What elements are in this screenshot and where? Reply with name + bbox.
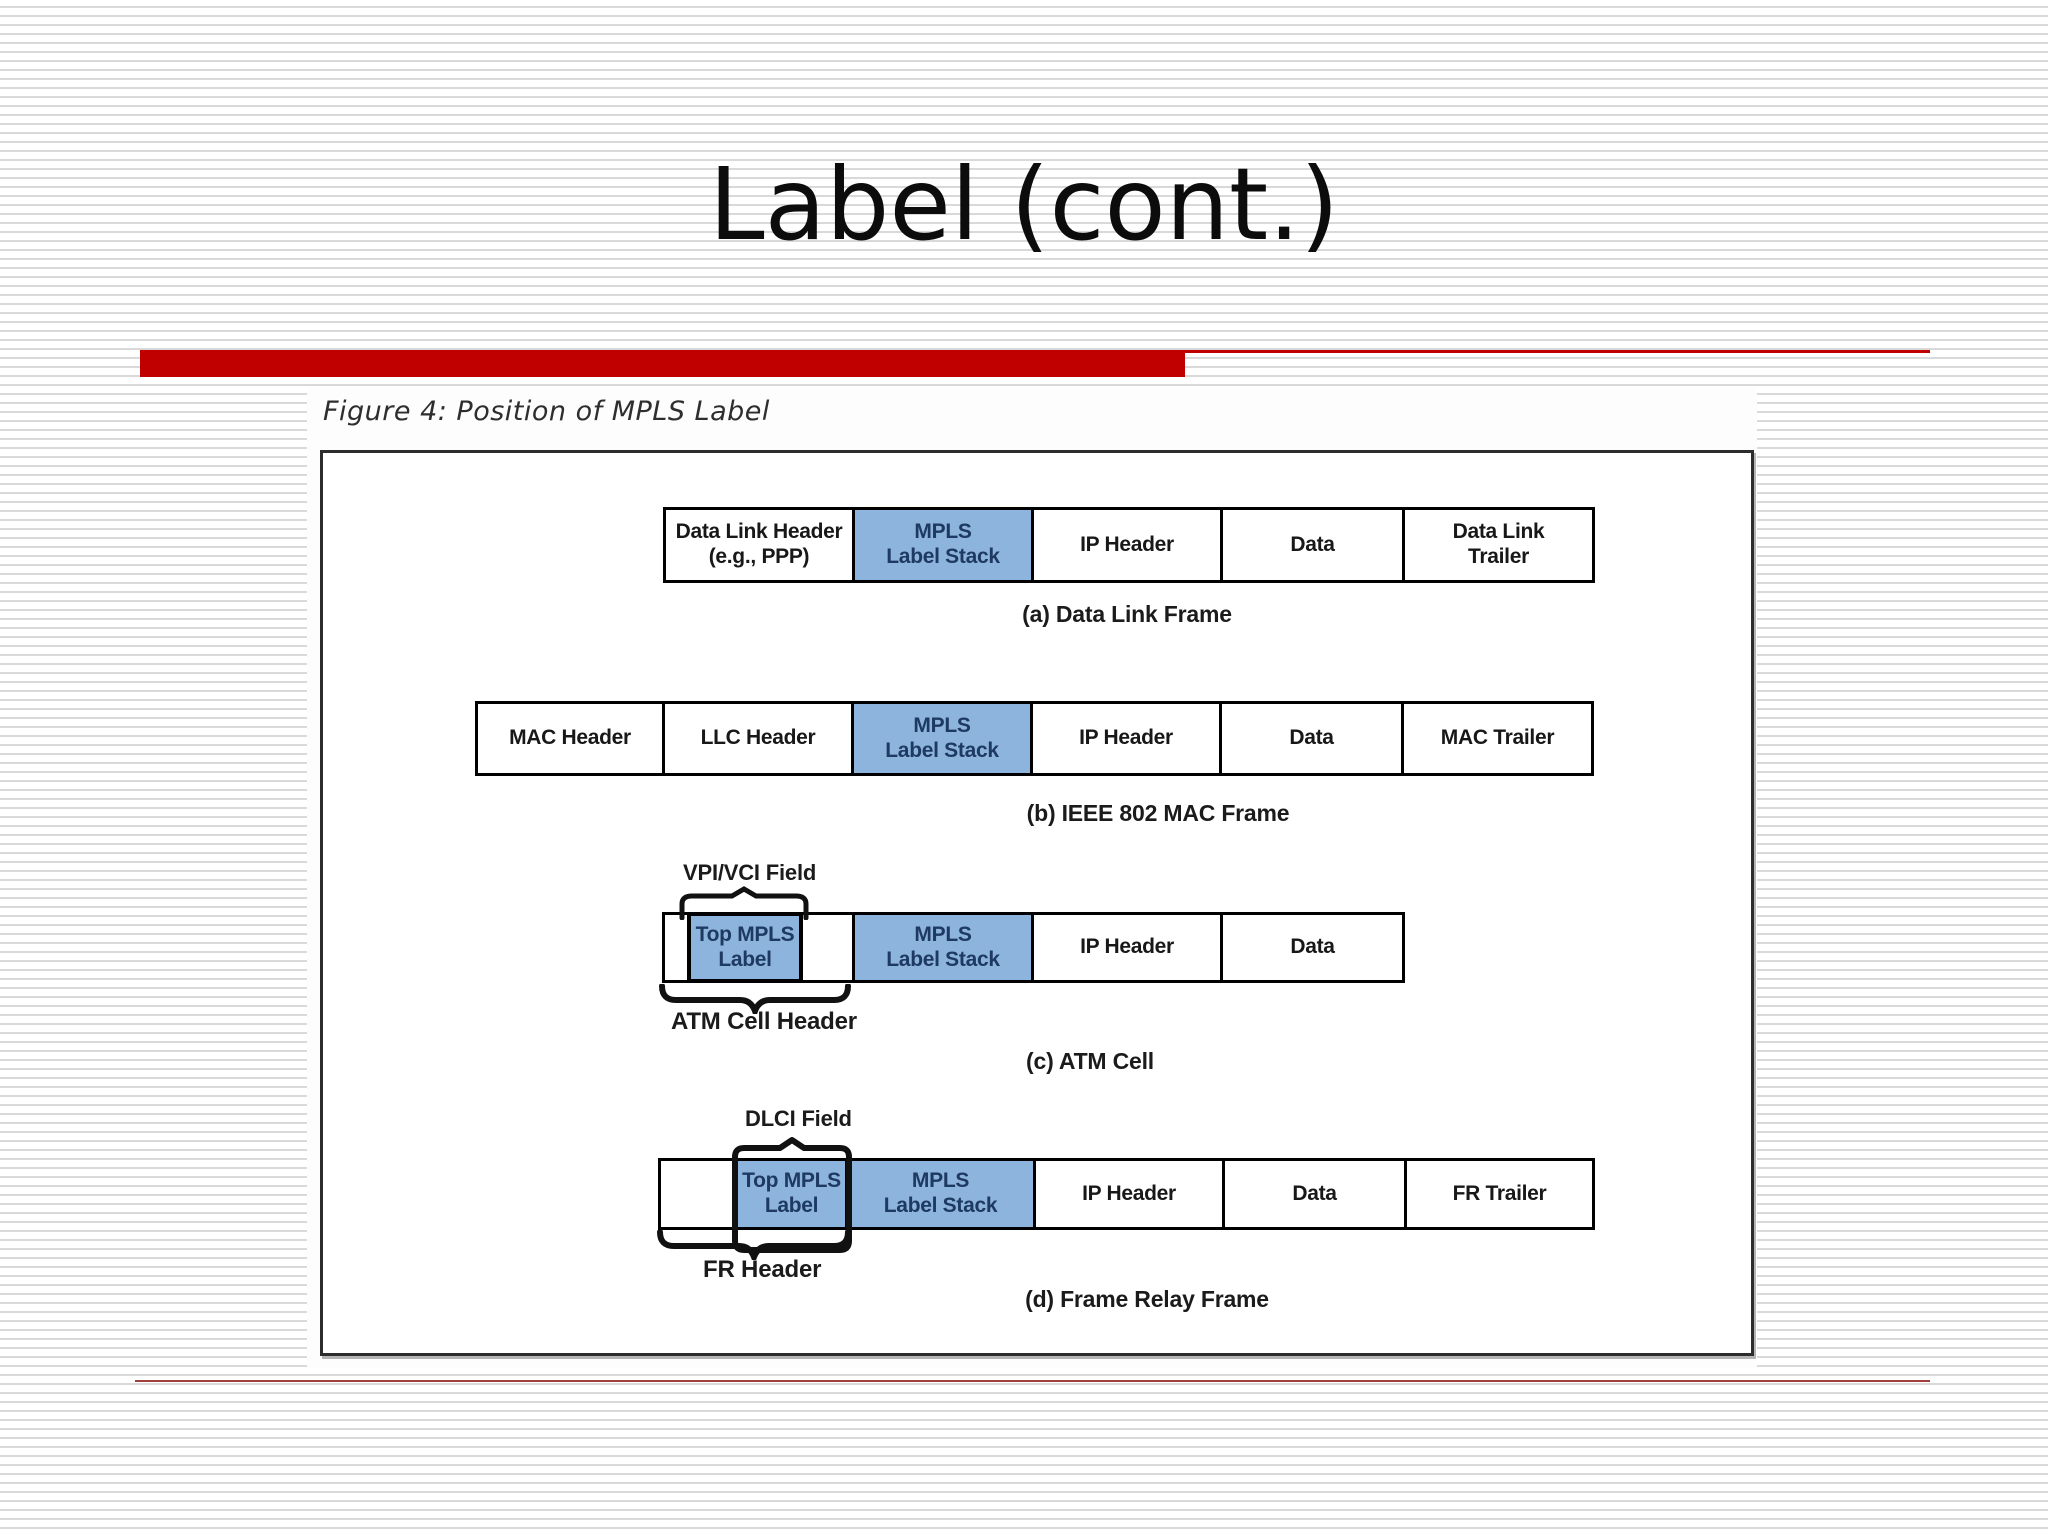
frame-c-row: Top MPLS Label MPLS Label Stack IP Heade… bbox=[662, 912, 1405, 983]
dlci-field-label: DLCI Field bbox=[745, 1106, 852, 1131]
figure-caption: Figure 4: Position of MPLS Label bbox=[323, 396, 770, 427]
frame-a-cell-datalink-trailer: Data Link Trailer bbox=[1402, 507, 1595, 583]
frame-b-cell-data: Data bbox=[1219, 701, 1404, 776]
frame-c-cell-top-mpls-label: Top MPLS Label bbox=[687, 912, 803, 983]
fr-header-under-brace-icon bbox=[657, 1230, 851, 1260]
vpi-vci-field-label: VPI/VCI Field bbox=[683, 860, 817, 885]
frame-d-cell-empty bbox=[658, 1158, 738, 1230]
frame-c-atm-header-segment: Top MPLS Label bbox=[662, 912, 855, 983]
bottom-rule bbox=[135, 1380, 1930, 1382]
fr-header-label: FR Header bbox=[703, 1256, 822, 1283]
frame-c-caption: (c) ATM Cell bbox=[1026, 1048, 1154, 1074]
frame-b-cell-mpls-label-stack: MPLS Label Stack bbox=[851, 701, 1033, 776]
frame-b-caption: (b) IEEE 802 MAC Frame bbox=[1026, 800, 1290, 826]
frame-d-caption: (d) Frame Relay Frame bbox=[1025, 1286, 1269, 1312]
frame-c-cell-mpls-label-stack: MPLS Label Stack bbox=[852, 912, 1034, 983]
frame-b-row: MAC Header LLC Header MPLS Label Stack I… bbox=[475, 701, 1594, 776]
frame-c-cell-data: Data bbox=[1220, 912, 1405, 983]
frame-a-cell-mpls-label-stack: MPLS Label Stack bbox=[852, 507, 1034, 583]
accent-bar bbox=[140, 350, 1185, 377]
frame-a-cell-datalink-header: Data Link Header (e.g., PPP) bbox=[663, 507, 855, 583]
frame-b-cell-mac-trailer: MAC Trailer bbox=[1401, 701, 1594, 776]
frame-a-row: Data Link Header (e.g., PPP) MPLS Label … bbox=[663, 507, 1595, 583]
slide-title: Label (cont.) bbox=[708, 146, 1340, 263]
frame-d-cell-top-mpls-label: Top MPLS Label bbox=[735, 1158, 848, 1230]
frame-c-cell-ip-header: IP Header bbox=[1031, 912, 1223, 983]
vpi-vci-top-brace-icon bbox=[679, 886, 809, 920]
frame-b-cell-mac-header: MAC Header bbox=[475, 701, 665, 776]
frame-d-cell-fr-trailer: FR Trailer bbox=[1404, 1158, 1595, 1230]
atm-cell-header-label: ATM Cell Header bbox=[671, 1008, 857, 1035]
frame-b-cell-llc-header: LLC Header bbox=[662, 701, 854, 776]
frame-a-cell-data: Data bbox=[1220, 507, 1405, 583]
frame-b-cell-ip-header: IP Header bbox=[1030, 701, 1222, 776]
frame-a-cell-ip-header: IP Header bbox=[1031, 507, 1223, 583]
frame-a-caption: (a) Data Link Frame bbox=[1022, 601, 1232, 627]
frame-d-cell-data: Data bbox=[1222, 1158, 1407, 1230]
frame-d-cell-ip-header: IP Header bbox=[1033, 1158, 1225, 1230]
frame-d-cell-mpls-label-stack: MPLS Label Stack bbox=[845, 1158, 1036, 1230]
frame-d-row: Top MPLS Label MPLS Label Stack IP Heade… bbox=[658, 1158, 1595, 1230]
atm-cell-header-under-brace-icon bbox=[659, 984, 851, 1014]
